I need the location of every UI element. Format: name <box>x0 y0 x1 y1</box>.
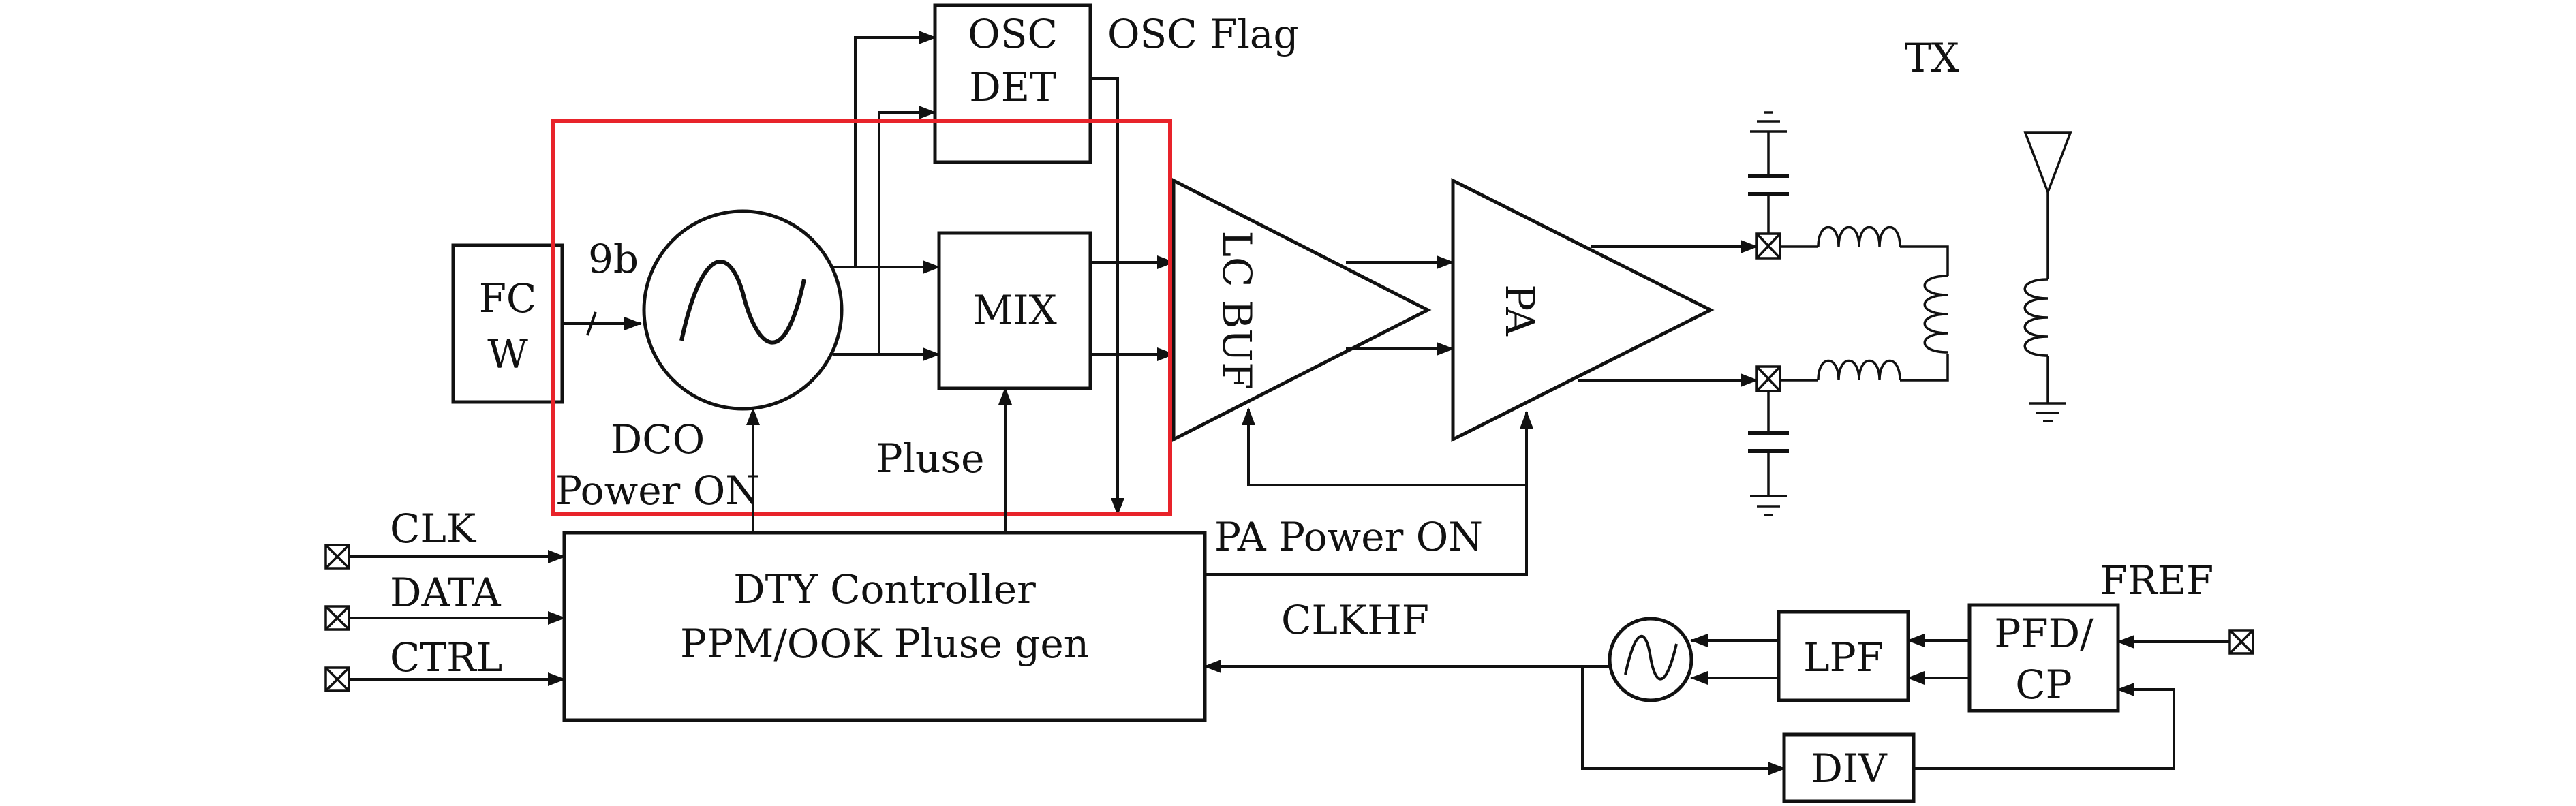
dty-controller-label-line1: DTY Controller <box>733 566 1036 613</box>
osc-det-block: OSC DET <box>933 3 1092 164</box>
lpf-label: LPF <box>1803 634 1884 681</box>
mix-block: MIX <box>937 231 1092 390</box>
tx-pad-n <box>1755 365 1781 392</box>
capacitor-top <box>1748 111 1789 234</box>
pa-power-on-arrow <box>1205 411 1533 576</box>
div-block: DIV <box>1782 732 1916 803</box>
pa-power-on-label: PA Power ON <box>1214 514 1483 560</box>
dco-power-on-label: Power ON <box>555 467 760 514</box>
dty-controller-block: DTY Controller PPM/OOK Pluse gen <box>562 531 1207 722</box>
dco-label: DCO <box>611 416 705 463</box>
tx-label: TX <box>1905 35 1960 81</box>
clkhf-label: CLKHF <box>1281 597 1429 643</box>
inductor-top <box>1780 226 1949 276</box>
fcw-label-line1: FC <box>479 275 537 322</box>
osc-flag-to-controller-arrow <box>1090 77 1124 516</box>
osc-det-label-line1: OSC <box>968 11 1058 57</box>
fcw-block: FC W <box>451 243 564 404</box>
pfd-cp-block: PFD/ CP <box>1967 603 2120 713</box>
highlight-frame <box>551 119 1172 516</box>
lc-buf-label: LC BUF <box>1214 230 1260 389</box>
clk-label: CLK <box>390 506 477 552</box>
lpf-block: LPF <box>1777 610 1910 702</box>
dco-oscillator <box>642 209 844 411</box>
pll-sine-icon <box>1624 634 1678 681</box>
mix-label: MIX <box>972 287 1057 333</box>
dty-controller-label-line2: PPM/OOK Pluse gen <box>680 621 1089 667</box>
antenna-icon <box>2023 131 2072 249</box>
pa-amplifier: PA <box>1451 177 1715 443</box>
pa-label: PA <box>1497 284 1543 337</box>
div-label: DIV <box>1811 745 1887 792</box>
data-pad <box>324 605 350 631</box>
inductor-bottom <box>1780 354 1949 382</box>
osc-det-label-line2: DET <box>969 64 1056 110</box>
pll-vco <box>1608 617 1693 702</box>
buf-power-on-arrow <box>1242 407 1527 486</box>
ctrl-pad <box>324 666 350 692</box>
clk-pad <box>324 544 350 570</box>
data-label: DATA <box>390 570 502 616</box>
vco-to-div-arrow <box>1581 666 1785 775</box>
pulse-label: Pluse <box>876 435 984 482</box>
fref-pad <box>2228 629 2254 655</box>
osc-flag-label: OSC Flag <box>1107 11 1299 57</box>
dco-to-oscdet-arrow-1 <box>833 31 936 268</box>
bus-slash <box>586 311 597 336</box>
div-to-pfd-arrow <box>1914 683 2175 770</box>
fref-label: FREF <box>2100 557 2214 604</box>
bits-label: 9b <box>588 236 639 282</box>
ground-icon <box>2029 392 2066 422</box>
capacitor-bottom <box>1748 391 1789 516</box>
transformer-primary <box>1923 275 1948 354</box>
tx-pad-p <box>1755 232 1781 260</box>
transformer-secondary <box>2023 249 2049 392</box>
fcw-label-line2: W <box>487 331 528 377</box>
dco-to-oscdet-arrow-2 <box>833 106 936 356</box>
sine-icon <box>679 260 806 345</box>
pfd-label-line1: PFD/ <box>1994 610 2094 657</box>
pfd-label-line2: CP <box>2015 662 2072 708</box>
lc-buf-amplifier: LC BUF <box>1171 177 1432 443</box>
ctrl-label: CTRL <box>390 634 502 681</box>
